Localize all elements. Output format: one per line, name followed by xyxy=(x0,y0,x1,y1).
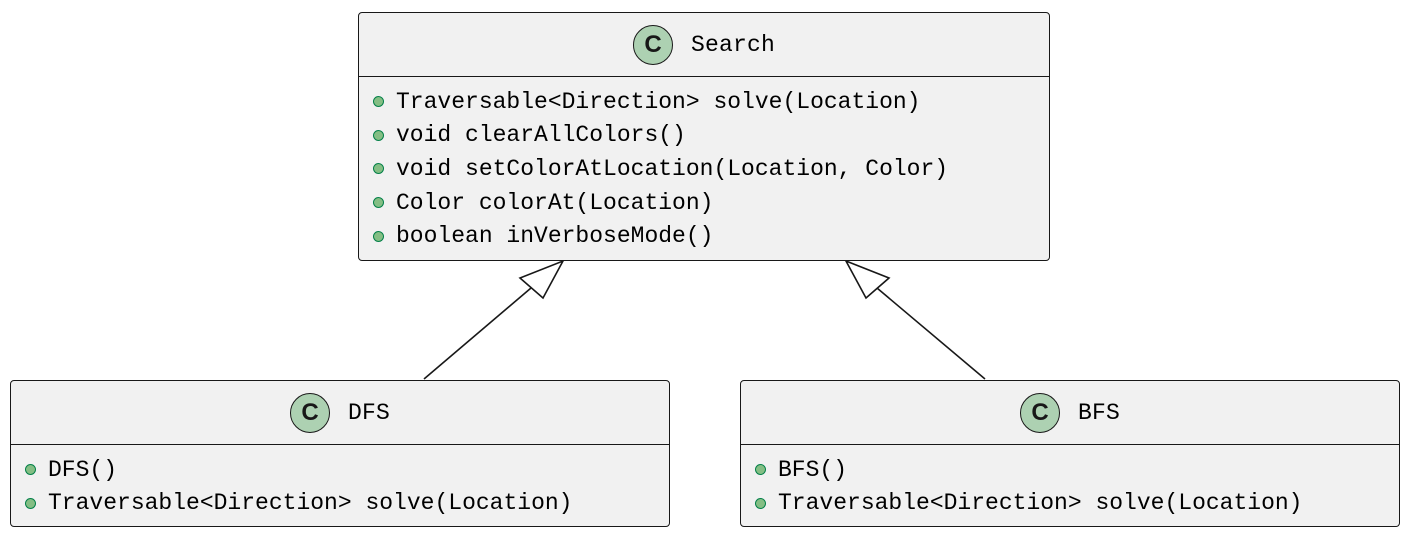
member-text: void clearAllColors() xyxy=(396,122,686,149)
class-bfs[interactable]: C BFS BFS() Traversable<Direction> solve… xyxy=(740,380,1400,527)
class-c-icon: C xyxy=(632,24,673,65)
class-c-icon: C xyxy=(289,392,330,433)
member-list: DFS() Traversable<Direction> solve(Locat… xyxy=(11,445,669,520)
member-row: boolean inVerboseMode() xyxy=(373,219,1049,253)
public-visibility-icon xyxy=(25,497,36,509)
member-text: DFS() xyxy=(48,456,118,483)
class-search[interactable]: C Search Traversable<Direction> solve(Lo… xyxy=(358,12,1050,261)
class-name: DFS xyxy=(347,399,390,426)
member-text: Traversable<Direction> solve(Location) xyxy=(396,88,921,115)
hollow-triangle-arrow-icon xyxy=(518,259,565,300)
member-text: BFS() xyxy=(778,456,848,483)
public-visibility-icon xyxy=(755,497,766,509)
inheritance-dfs-to-search xyxy=(423,259,565,380)
class-name: BFS xyxy=(1077,399,1120,426)
member-list: Traversable<Direction> solve(Location) v… xyxy=(359,77,1049,253)
member-text: void setColorAtLocation(Location, Color) xyxy=(396,155,949,182)
class-name: Search xyxy=(690,31,775,58)
inheritance-line-dfs xyxy=(423,287,532,380)
inheritance-bfs-to-search xyxy=(844,259,986,380)
member-text: Traversable<Direction> solve(Location) xyxy=(48,490,573,517)
member-row: Traversable<Direction> solve(Location) xyxy=(373,85,1049,119)
public-visibility-icon xyxy=(373,163,384,175)
member-row: void clearAllColors() xyxy=(373,119,1049,153)
public-visibility-icon xyxy=(373,129,384,141)
class-header: C BFS xyxy=(741,381,1399,445)
class-dfs[interactable]: C DFS DFS() Traversable<Direction> solve… xyxy=(10,380,670,527)
class-c-icon: C xyxy=(1019,392,1060,433)
member-list: BFS() Traversable<Direction> solve(Locat… xyxy=(741,445,1399,520)
member-text: boolean inVerboseMode() xyxy=(396,223,714,250)
public-visibility-icon xyxy=(755,464,766,476)
class-header: C DFS xyxy=(11,381,669,445)
member-row: void setColorAtLocation(Location, Color) xyxy=(373,152,1049,186)
member-row: DFS() xyxy=(25,453,669,487)
member-row: Traversable<Direction> solve(Location) xyxy=(755,487,1399,521)
class-header: C Search xyxy=(359,13,1049,77)
member-text: Color colorAt(Location) xyxy=(396,189,714,216)
public-visibility-icon xyxy=(373,230,384,242)
public-visibility-icon xyxy=(25,464,36,476)
member-text: Traversable<Direction> solve(Location) xyxy=(778,490,1303,517)
public-visibility-icon xyxy=(373,197,384,209)
member-row: Color colorAt(Location) xyxy=(373,186,1049,220)
public-visibility-icon xyxy=(373,96,384,108)
inheritance-line-bfs xyxy=(876,287,986,380)
member-row: BFS() xyxy=(755,453,1399,487)
hollow-triangle-arrow-icon xyxy=(844,259,891,300)
member-row: Traversable<Direction> solve(Location) xyxy=(25,487,669,521)
